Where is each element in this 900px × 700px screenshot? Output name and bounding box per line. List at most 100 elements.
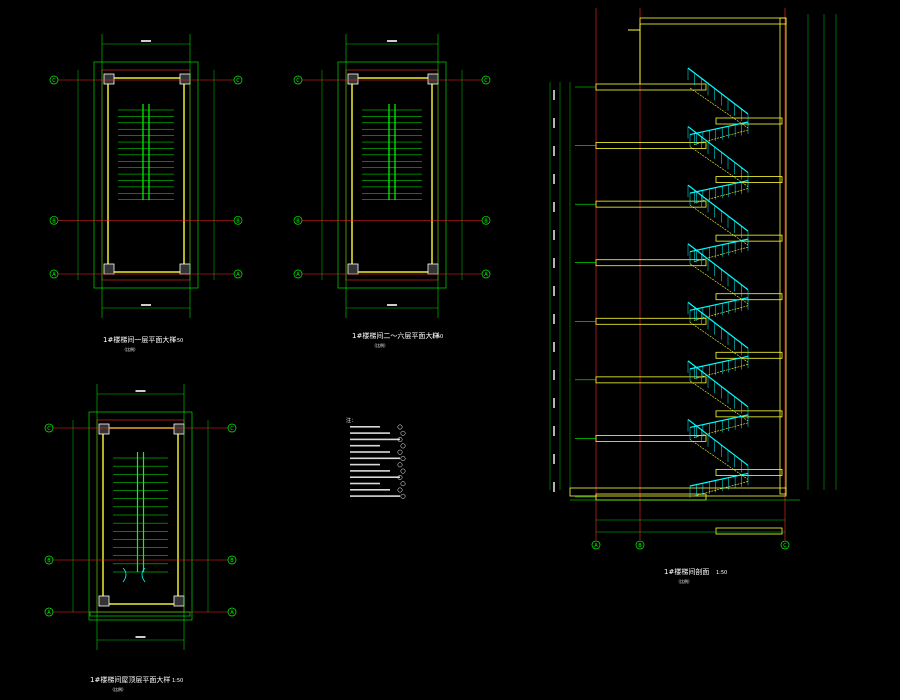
- plan-roof-column: [98, 423, 110, 435]
- plan-ground-column: [103, 73, 115, 85]
- plan-typical-axis-bubble-left-label: B: [296, 218, 300, 224]
- section-floor-slab: [595, 259, 707, 267]
- note-line: [350, 451, 390, 453]
- plan-typical-axis-bubble-right-label: B: [484, 218, 488, 224]
- plan-typical-axis-bubble-left: [293, 75, 303, 85]
- plan-ground-column: [179, 73, 191, 85]
- plan-ground-axis-bubble-left-label: A: [52, 272, 56, 278]
- note-marker: [397, 462, 403, 468]
- section-subtitle: （比例）: [676, 578, 692, 584]
- plan-typical-dim-text: [387, 304, 397, 306]
- plan-typical-axis-bubble-right: [481, 75, 491, 85]
- plan-ground-axis-bubble-right-label: A: [236, 272, 240, 278]
- section-floor-slab: [595, 83, 707, 91]
- roof-parapet-line: [89, 611, 191, 617]
- plan-roof-subtitle: （比例）: [110, 686, 126, 692]
- section-floor-slab: [595, 317, 707, 325]
- note-marker: [397, 449, 403, 455]
- plan-ground-axis-bubble-left: [49, 75, 59, 85]
- plan-roof-axis-bubble-left-label: A: [47, 610, 51, 616]
- section-axis-bubble: [591, 540, 601, 550]
- section-floor-slab: [595, 435, 707, 442]
- plan-typical-column: [427, 263, 439, 275]
- section-axis-bubble: [635, 540, 645, 550]
- section-landing-slab: [715, 351, 783, 359]
- note-line: [350, 438, 400, 441]
- plan-roof-column: [98, 595, 110, 607]
- section-level-label: [553, 314, 555, 324]
- section-level-label: [553, 370, 555, 380]
- note-marker: [400, 443, 406, 449]
- note-line: [350, 495, 400, 497]
- section-axis-bubble-label: C: [783, 543, 787, 549]
- plan-roof-axis-bubble-right-label: B: [230, 558, 234, 564]
- plan-roof-axis-bubble-left: [44, 423, 54, 433]
- section-landing-slab: [715, 527, 783, 535]
- section-flight-rail: [689, 179, 749, 194]
- note-line: [350, 444, 380, 447]
- plan-ground-axis-bubble-right-label: B: [236, 218, 240, 224]
- section-level-label: [553, 118, 555, 128]
- note-line: [350, 489, 390, 491]
- section-stringer: [693, 422, 749, 438]
- section-axis-bubble-label: B: [638, 543, 642, 549]
- plan-ground-dim-text: [141, 304, 151, 306]
- section-flight-rail: [689, 121, 749, 136]
- section-stringer: [689, 146, 749, 187]
- section-stringer: [689, 439, 749, 480]
- note-marker: [400, 456, 406, 461]
- note-marker: [400, 430, 406, 436]
- plan-ground-scale: 1:50: [172, 338, 183, 344]
- plan-ground-axis-bubble-left-label: B: [52, 218, 56, 224]
- plan-roof-scale: 1:50: [172, 678, 183, 684]
- section-axis-bubble: [780, 540, 790, 550]
- plan-roof-axis-bubble-right: [227, 423, 237, 433]
- plan-ground-wall: [107, 77, 185, 273]
- section-flight-rail: [687, 418, 749, 466]
- section-stringer: [693, 246, 749, 263]
- note-marker: [400, 468, 406, 474]
- section-stringer: [693, 305, 749, 321]
- note-line: [350, 463, 380, 466]
- plan-typical-column: [427, 73, 439, 85]
- plan-roof-axis-bubble-right-label: A: [230, 610, 234, 616]
- section-level-label: [553, 202, 555, 212]
- plan-roof-title: 1#楼梯间屋顶层平面大样: [90, 675, 170, 684]
- section-level-label: [553, 90, 555, 100]
- section-floor-slab: [595, 493, 707, 501]
- plan-typical-axis-bubble-right-label: A: [484, 272, 488, 278]
- note-line: [350, 426, 380, 428]
- plan-ground-column: [103, 263, 115, 275]
- section-stringer: [689, 87, 749, 129]
- section-flight-rail: [687, 184, 749, 232]
- plan-typical-axis-bubble-left: [293, 269, 303, 279]
- plan-typical-axis-bubble-left-label: C: [296, 78, 300, 84]
- note-line: [350, 470, 390, 472]
- section-stringer: [693, 363, 749, 380]
- section-stringer: [689, 263, 749, 304]
- section-flight-rail: [687, 126, 749, 174]
- note-line: [350, 432, 390, 434]
- plan-roof-column: [173, 423, 185, 435]
- section-floor-slab: [595, 200, 707, 208]
- plan-typical-grid-frame: [345, 69, 439, 281]
- plan-typical-axis-bubble-right: [481, 215, 491, 225]
- section-level-label: [553, 398, 555, 408]
- section-axis-bubble-label: A: [594, 543, 598, 549]
- section-ground-slab: [569, 487, 787, 497]
- section-flight-rail: [689, 355, 749, 370]
- plan-typical-subtitle: （比例）: [372, 342, 388, 348]
- plan-ground-axis-bubble-right: [233, 269, 243, 279]
- section-level-label: [553, 258, 555, 268]
- plan-typical-scale: 1:50: [432, 334, 443, 340]
- plan-ground-axis-bubble-left-label: C: [52, 78, 56, 84]
- section-landing-slab: [715, 117, 783, 125]
- section-landing-slab: [715, 469, 783, 476]
- plan-roof-axis-bubble-left-label: C: [47, 426, 51, 432]
- section-landing-slab: [715, 293, 783, 301]
- section-stringer: [693, 129, 749, 145]
- section-flight-rail: [689, 297, 749, 311]
- plan-roof-dim-text: [135, 636, 146, 638]
